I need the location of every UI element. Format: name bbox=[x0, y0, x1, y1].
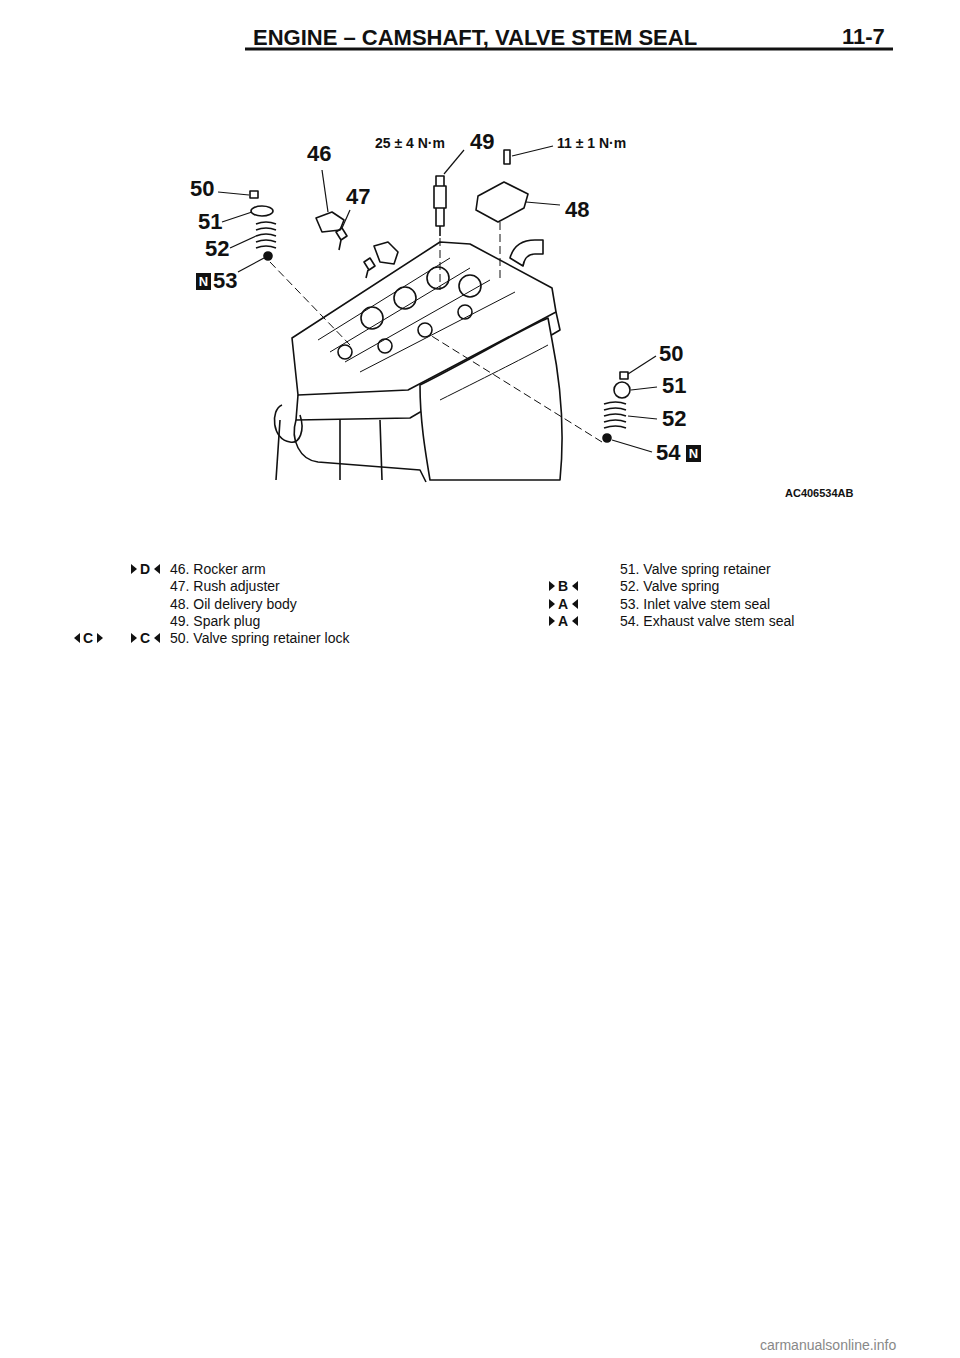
intake-manifold bbox=[420, 318, 562, 480]
procedure-mark: C bbox=[83, 631, 93, 645]
parts-list-item: 49. Spark plug bbox=[170, 614, 260, 628]
procedure-mark: C bbox=[140, 631, 150, 645]
parts-list-item: 53. Inlet valve stem seal bbox=[620, 597, 770, 611]
callout-number: 52 bbox=[662, 408, 686, 430]
figure-code: AC406534AB bbox=[785, 488, 853, 499]
procedure-mark: A bbox=[558, 614, 568, 628]
parts-list-item: 54. Exhaust valve stem seal bbox=[620, 614, 794, 628]
cylinder-block bbox=[276, 420, 426, 482]
procedure-mark: D bbox=[140, 562, 150, 576]
procedure-mark: A bbox=[558, 597, 568, 611]
valve-spring bbox=[256, 222, 276, 248]
torque-value: 25 ± 4 N·m bbox=[375, 136, 445, 150]
water-outlet bbox=[510, 240, 543, 266]
callout-number: 48 bbox=[565, 199, 589, 221]
callout-number: 51 bbox=[662, 375, 686, 397]
callout-number: 52 bbox=[205, 238, 229, 260]
torque-value: 11 ± 1 N·m bbox=[557, 136, 626, 150]
callout-number: 53 bbox=[213, 270, 237, 292]
page-number: 11-7 bbox=[842, 26, 885, 48]
new-part-mark: N bbox=[686, 445, 701, 462]
mark-letter: N bbox=[689, 446, 698, 461]
new-part-mark: N bbox=[196, 273, 211, 290]
parts-list-item: 46. Rocker arm bbox=[170, 562, 266, 576]
page-title: ENGINE – CAMSHAFT, VALVE STEM SEAL bbox=[253, 27, 697, 49]
callout-number: 47 bbox=[346, 186, 370, 208]
callout-number: 54 bbox=[656, 442, 680, 464]
parts-list-item: 48. Oil delivery body bbox=[170, 597, 297, 611]
callout-number: 50 bbox=[190, 178, 214, 200]
procedure-mark: B bbox=[558, 579, 568, 593]
parts-list-item: 51. Valve spring retainer bbox=[620, 562, 771, 576]
spark-plug bbox=[434, 176, 446, 236]
parts-list-item: 50. Valve spring retainer lock bbox=[170, 631, 350, 645]
oil-delivery-body bbox=[476, 182, 528, 222]
valve-spring bbox=[604, 402, 626, 428]
leader-line bbox=[218, 146, 657, 452]
rush-adjuster bbox=[336, 228, 347, 250]
parts-list-item: 47. Rush adjuster bbox=[170, 579, 280, 593]
mark-letter: N bbox=[199, 274, 208, 289]
callout-number: 50 bbox=[659, 343, 683, 365]
parts-list-item: 52. Valve spring bbox=[620, 579, 719, 593]
watermark: carmanualsonline.info bbox=[760, 1338, 896, 1352]
callout-number: 51 bbox=[198, 211, 222, 233]
callout-number: 46 bbox=[307, 143, 331, 165]
callout-number: 49 bbox=[470, 131, 494, 153]
